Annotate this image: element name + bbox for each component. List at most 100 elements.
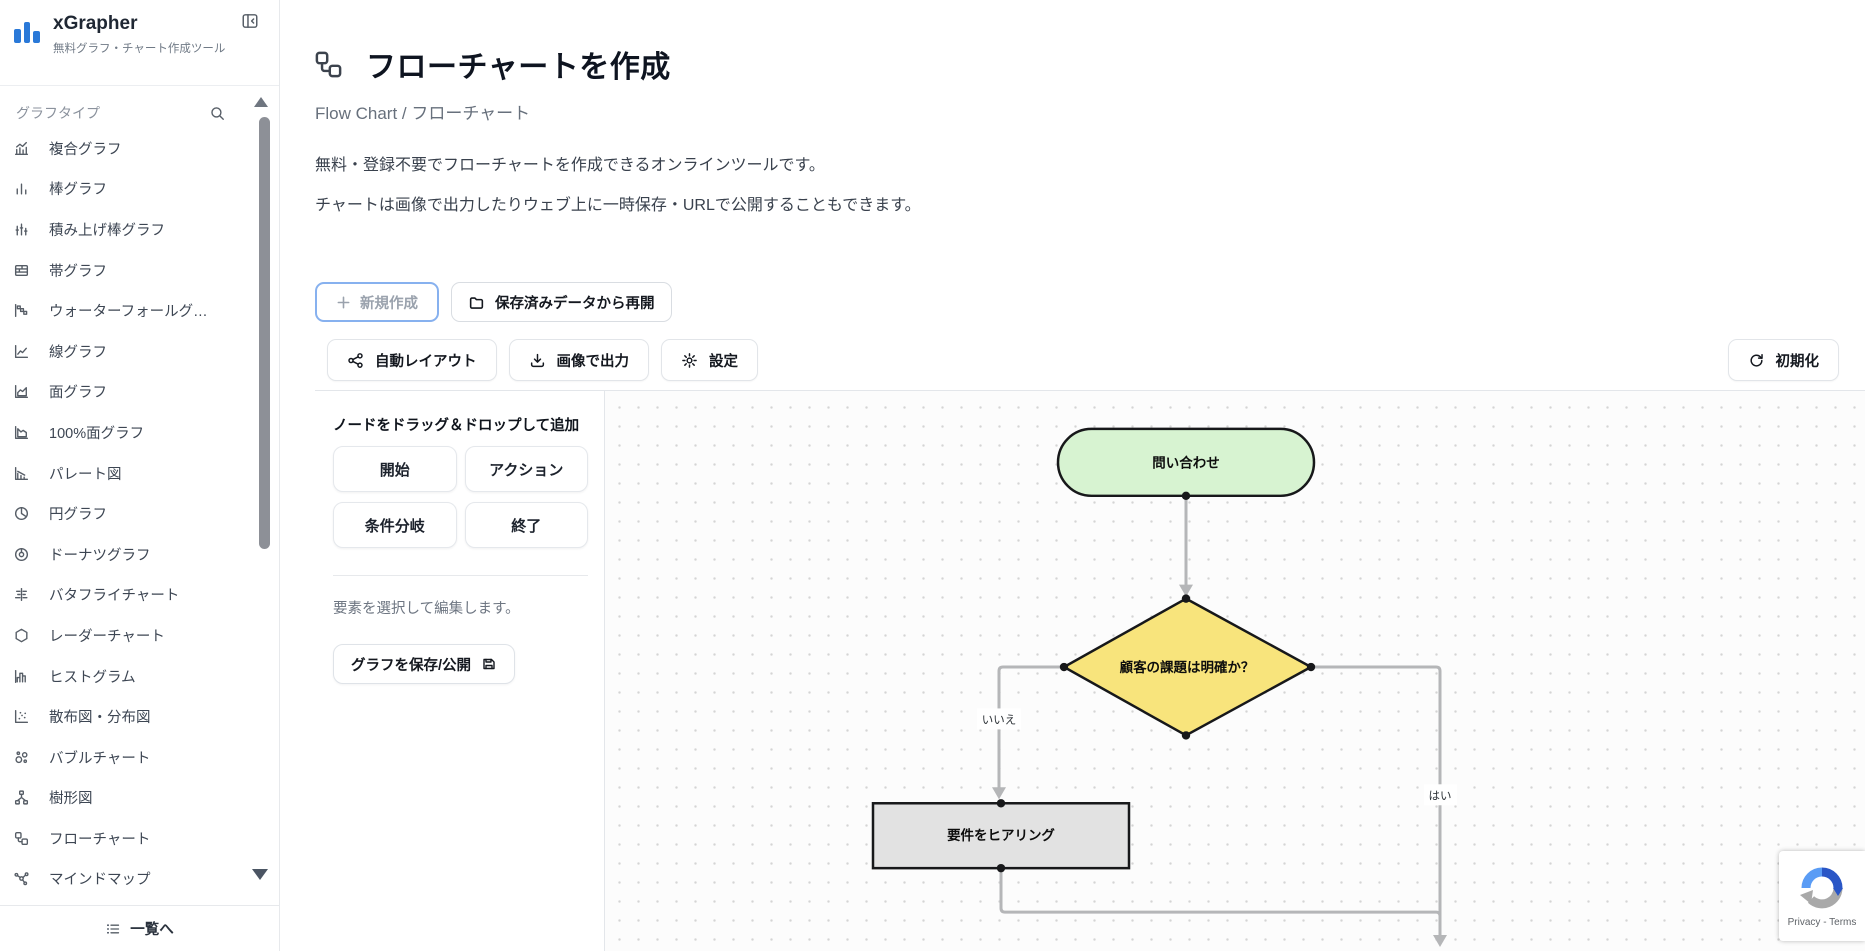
pie-chart-icon [14,507,29,521]
sidebar-scroll-up-arrow[interactable] [254,97,268,107]
handle-process-top[interactable] [996,799,1006,808]
handle-decision-left[interactable] [1059,662,1069,672]
edge-label-no-bg [977,708,1021,730]
sidebar-item-donut-chart[interactable]: ドーナツグラフ [0,534,252,575]
bubble-chart-icon [15,751,28,763]
palette-node-decision[interactable]: 条件分岐 [333,502,457,548]
sidebar-item-label: 散布図・分布図 [49,710,151,727]
folder-icon [469,296,484,309]
radar-chart-icon [15,628,28,643]
new-create-label: 新規作成 [360,295,418,312]
sidebar-item-bubble-chart[interactable]: バブルチャート [0,737,252,778]
flow-node-start-label: 問い合わせ [1152,454,1219,470]
resume-saved-data-button[interactable]: 保存済みデータから再開 [451,282,672,322]
line-chart-icon [14,344,29,358]
palette-node-action[interactable]: アクション [464,446,588,492]
save-floppy-icon [483,658,495,670]
sidebar-item-label: バブルチャート [49,750,151,767]
save-publish-button[interactable]: グラフを保存/公開 [333,644,516,684]
sidebar-item-line-chart[interactable]: 線グラフ [0,331,252,372]
sidebar-item-composite-chart[interactable]: 複合グラフ [0,128,252,169]
chart-type-list: 複合グラフ 棒グラフ 積み上げ棒グラフ 帯グラフ ウォーターフォールグ… 線グラ… [0,128,252,905]
export-image-label: 画像で出力 [556,353,630,370]
handle-process-bottom[interactable] [996,863,1006,873]
area-chart-icon [14,385,29,399]
palette-node-start[interactable]: 開始 [333,446,457,492]
flowchart-icon [14,831,29,845]
composite-chart-icon [14,141,29,155]
download-icon [530,353,544,367]
panel-divider [333,575,588,576]
sidebar-item-stacked-bar-chart[interactable]: 積み上げ棒グラフ [0,209,252,250]
handle-decision-top[interactable] [1181,594,1191,603]
breadcrumb: Flow Chart / フローチャート [315,104,531,123]
sidebar-scrollbar-thumb[interactable] [259,117,270,549]
arrowhead-down-1 [1179,584,1193,597]
stacked-bar-chart-icon [15,223,28,236]
sidebar-item-label: 複合グラフ [49,141,122,158]
new-create-button[interactable]: 新規作成 [315,282,439,322]
sidebar-item-band-chart[interactable]: 帯グラフ [0,250,252,291]
select-to-edit-hint: 要素を選択して編集します。 [333,601,520,617]
sidebar-item-label: ウォーターフォールグ… [49,304,208,321]
sidebar-item-label: 面グラフ [49,385,107,402]
flow-node-process[interactable] [871,802,1131,870]
search-icon[interactable] [209,105,226,122]
edge-decision-yes[interactable] [1311,665,1442,937]
auto-layout-button[interactable]: 自動レイアウト [327,339,497,381]
auto-layout-label: 自動レイアウト [375,353,477,370]
edge-label-yes: はい [1429,789,1452,802]
reset-button[interactable]: 初期化 [1727,339,1839,381]
sidebar-item-flowchart[interactable]: フローチャート [0,818,252,859]
editor-toolbar: 自動レイアウト 画像で出力 設定 初期化 [327,339,1839,381]
sidebar-item-label: マインドマップ [49,872,151,889]
main-content: フローチャートを作成 Flow Chart / フローチャート 無料・登録不要で… [280,0,1865,951]
sidebar-item-histogram[interactable]: ヒストグラム [0,656,252,697]
arrowhead-down-2 [992,787,1006,800]
sidebar-item-waterfall-chart[interactable]: ウォーターフォールグ… [0,290,252,331]
sidebar-item-bar-chart[interactable]: 棒グラフ [0,169,252,210]
sidebar-footer-label: 一覧へ [130,922,174,938]
sidebar-item-radar-chart[interactable]: レーダーチャート [0,615,252,656]
handle-decision-right[interactable] [1306,662,1316,672]
edge-process-merge[interactable] [999,868,1442,917]
sidebar-item-label: ドーナツグラフ [49,547,151,564]
page-description: 無料・登録不要でフローチャートを作成できるオンラインツールです。 チャートは画像… [315,146,921,226]
bar-chart-icon [16,183,27,195]
flow-editor: ノードをドラッグ＆ドロップして追加 開始 アクション 条件分岐 終了 要素を選択… [315,390,1865,951]
handle-decision-bottom[interactable] [1181,731,1191,740]
handle-start-bottom[interactable] [1181,491,1191,501]
sidebar-item-label: パレート図 [49,466,122,483]
app-logo[interactable]: xGrapher 無料グラフ・チャート作成ツール [14,13,225,56]
app-subtitle: 無料グラフ・チャート作成ツール [53,43,226,55]
sidebar-item-label: ヒストグラム [49,669,136,686]
collapse-sidebar-icon[interactable] [241,12,259,30]
recaptcha-privacy-terms[interactable]: Privacy - Terms [1787,917,1857,928]
sidebar-item-mindmap[interactable]: マインドマップ [0,859,252,900]
settings-button[interactable]: 設定 [661,339,758,381]
refresh-icon [1749,353,1763,367]
share-nodes-icon [348,352,363,368]
sidebar-item-pareto-chart[interactable]: パレート図 [0,453,252,494]
butterfly-chart-icon [14,588,28,602]
sidebar-item-area-chart[interactable]: 面グラフ [0,372,252,413]
chart-type-section-label: グラフタイプ [16,105,100,121]
palette-node-end[interactable]: 終了 [464,502,588,548]
scatter-plot-icon [14,710,29,724]
sidebar-item-butterfly-chart[interactable]: バタフライチャート [0,575,252,616]
sidebar-item-100-area-chart[interactable]: 100%面グラフ [0,412,252,453]
sidebar-item-scatter-plot[interactable]: 散布図・分布図 [0,696,252,737]
sidebar-scroll-down-arrow[interactable] [252,869,268,880]
sidebar-item-tree-diagram[interactable]: 樹形図 [0,778,252,819]
sidebar-footer-list-button[interactable]: 一覧へ [0,905,279,951]
sidebar-item-label: 帯グラフ [49,263,107,280]
recaptcha-badge[interactable]: Privacy - Terms [1779,851,1865,941]
edge-label-no: いいえ [982,713,1016,726]
edge-label-yes-bg [1424,784,1457,806]
sidebar: xGrapher 無料グラフ・チャート作成ツール グラフタイプ 複合グラフ 棒グ… [0,0,280,951]
export-image-button[interactable]: 画像で出力 [508,339,649,381]
sidebar-item-pie-chart[interactable]: 円グラフ [0,493,252,534]
waterfall-chart-icon [14,304,28,318]
flow-canvas[interactable]: 問い合わせ 顧客の課題は明確か？ 要件をヒアリング いいえ はい [605,391,1865,951]
edge-decision-no[interactable] [997,665,1064,789]
